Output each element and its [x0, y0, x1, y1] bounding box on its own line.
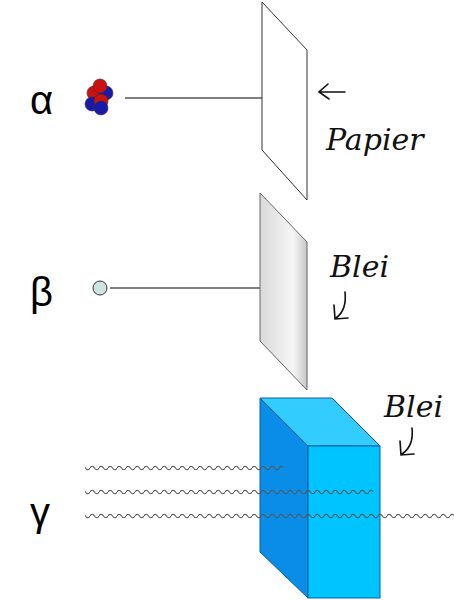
gamma-wave: [85, 464, 283, 472]
alpha-path: [125, 98, 285, 99]
hand-arrow: [319, 84, 345, 99]
lead-sheet: [260, 193, 307, 390]
material-label: Blei: [330, 252, 389, 282]
paper-sheet: [262, 2, 307, 200]
beta-path: [110, 288, 285, 289]
material-label: Blei: [384, 392, 443, 422]
gamma-wave: [85, 488, 373, 496]
hand-arrow: [400, 428, 414, 455]
radiation-symbol: β: [30, 272, 53, 312]
radiation-symbol: α: [30, 80, 53, 120]
material-label: Papier: [326, 125, 424, 155]
radiation-symbol: γ: [30, 492, 50, 532]
gamma-wave: [85, 512, 454, 520]
lead-block: [260, 398, 380, 598]
beta-particle: [93, 281, 107, 295]
alpha-particle: [85, 79, 113, 115]
hand-arrow: [334, 292, 348, 319]
